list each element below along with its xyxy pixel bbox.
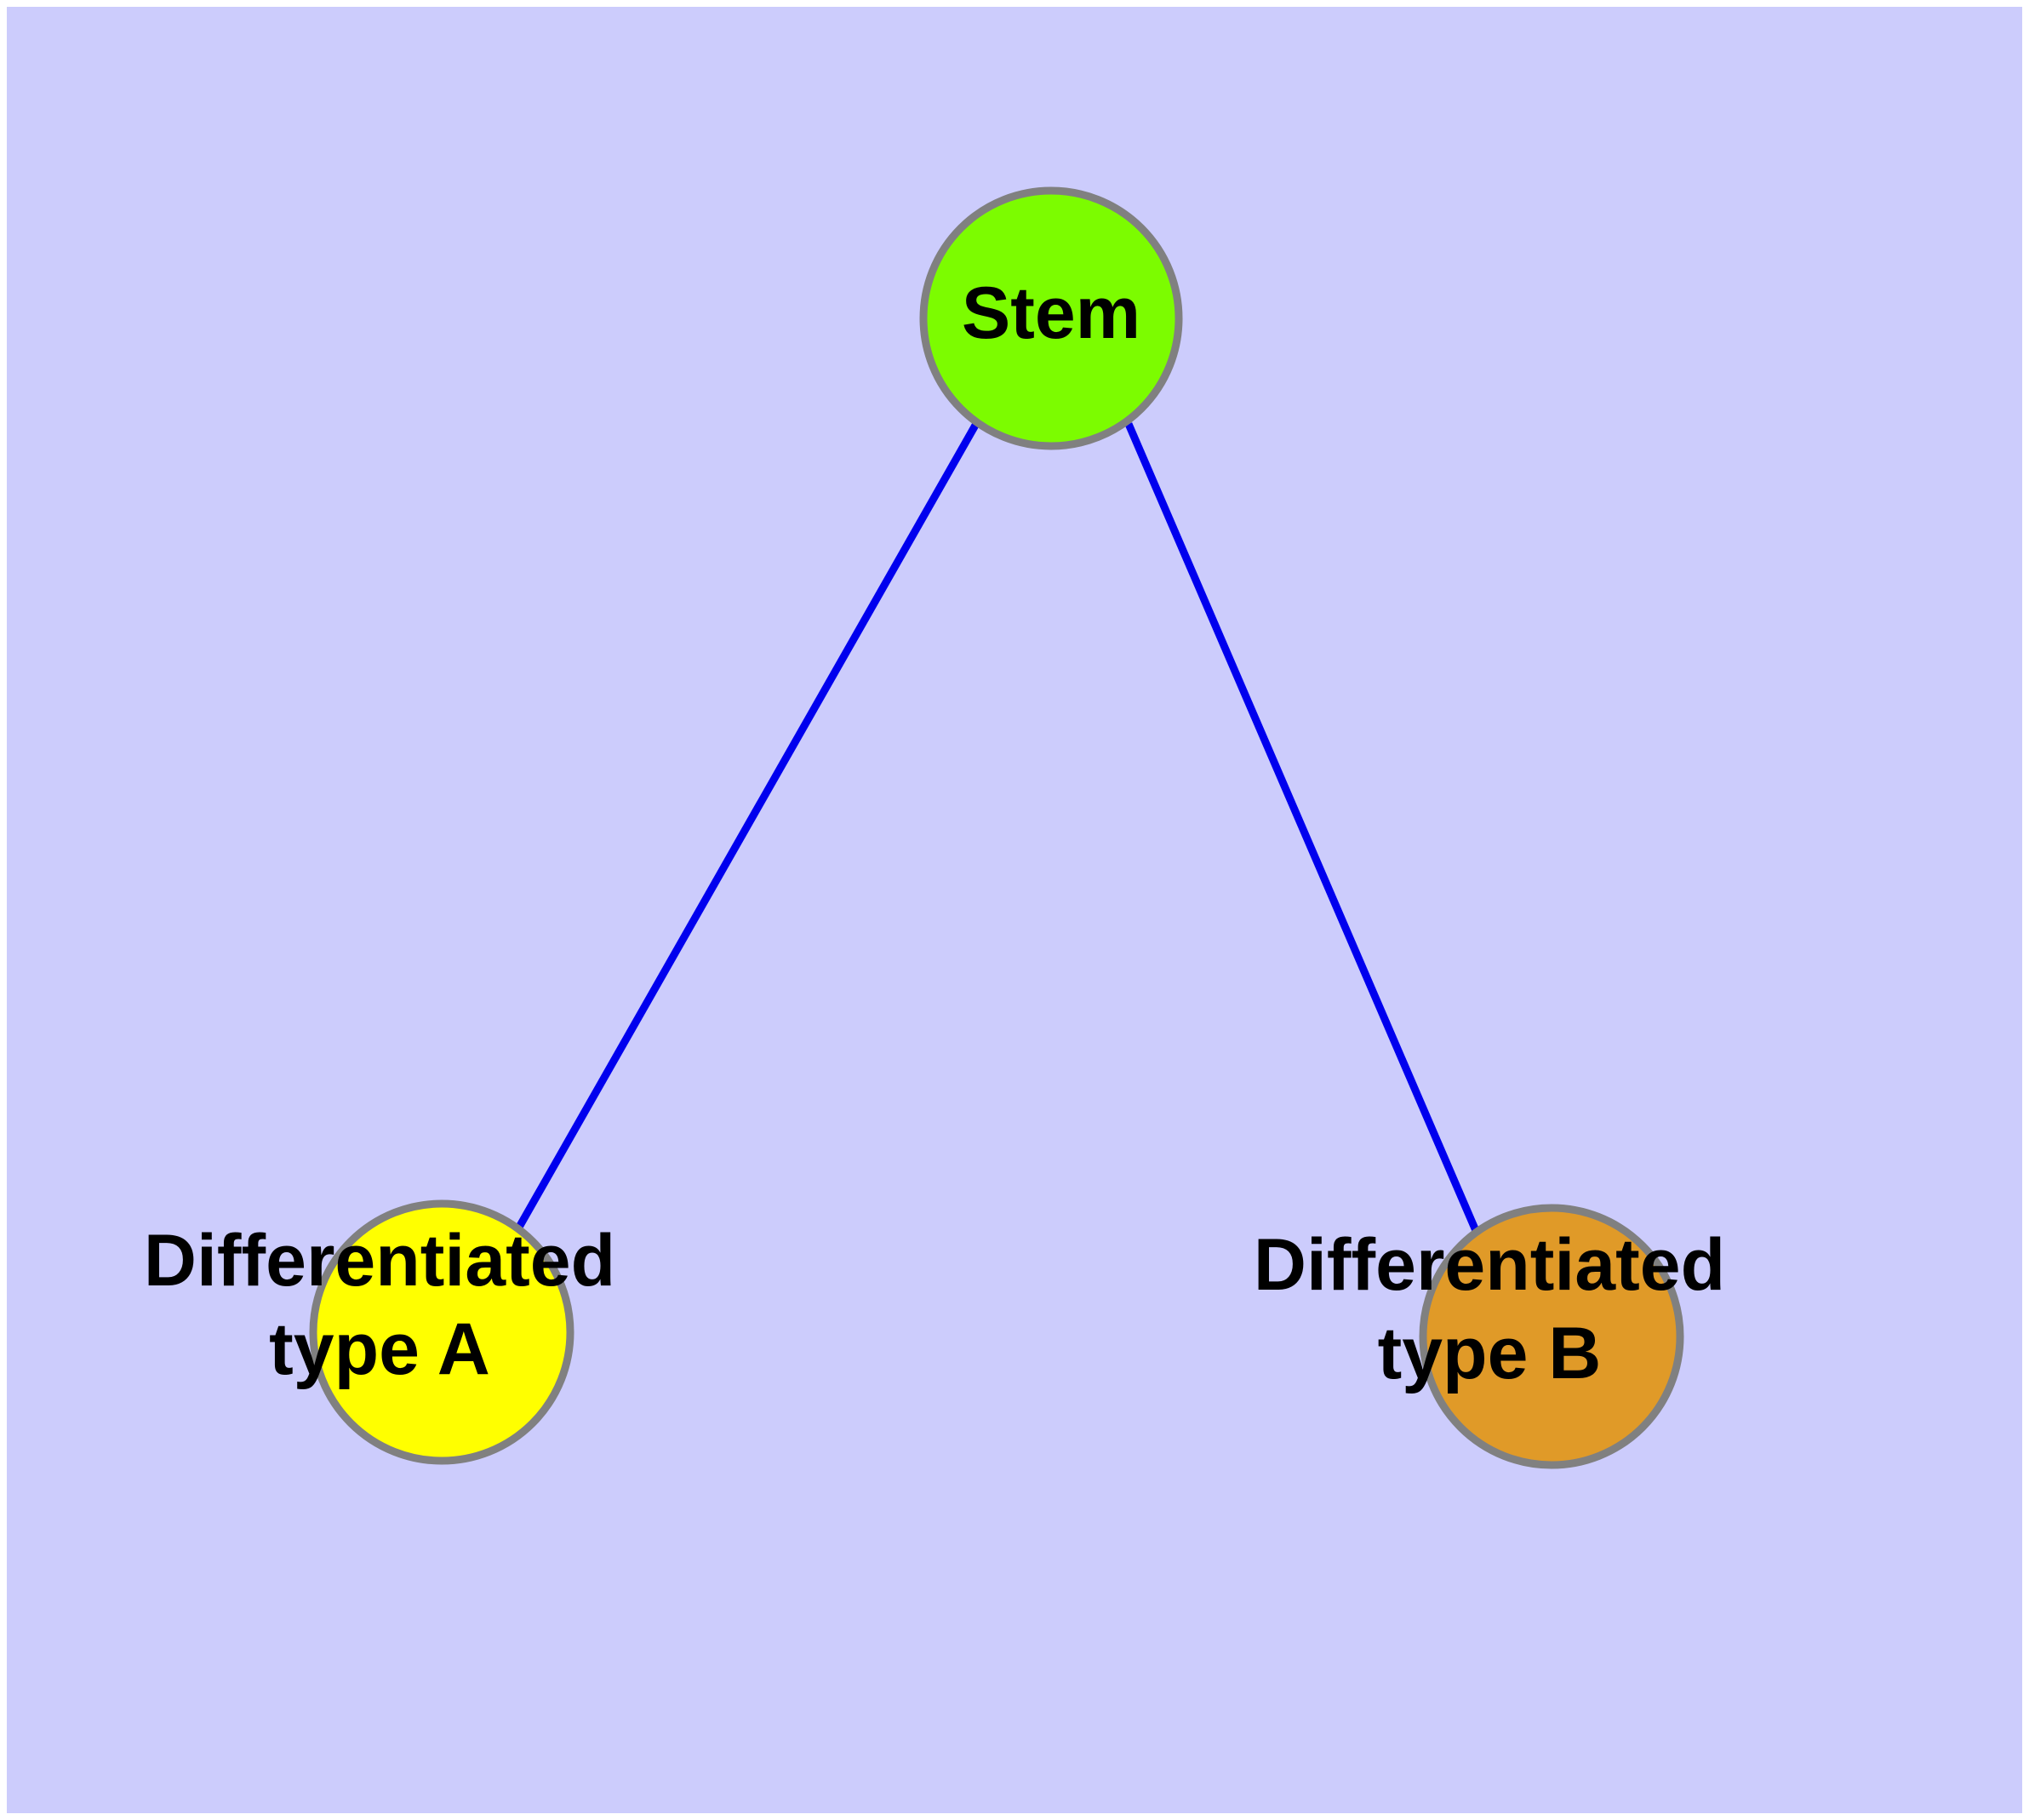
edge-stem-to-diff-b (1124, 422, 1481, 1234)
node-diff_a[interactable] (309, 1199, 574, 1465)
edge-stem-to-diff-a (514, 420, 980, 1233)
node-label-line: Differentiated (1254, 1224, 1725, 1306)
node-label-stem: Stem (962, 272, 1140, 354)
nodes-group (309, 186, 1684, 1469)
node-diff_b[interactable] (1419, 1204, 1684, 1469)
node-stem[interactable] (919, 186, 1183, 450)
node-label-line: type B (1378, 1313, 1602, 1394)
edges-group (514, 420, 1481, 1234)
node-label-line: Stem (962, 272, 1140, 354)
node-label-line: Differentiated (144, 1220, 615, 1302)
node-label-line: type A (269, 1308, 490, 1390)
